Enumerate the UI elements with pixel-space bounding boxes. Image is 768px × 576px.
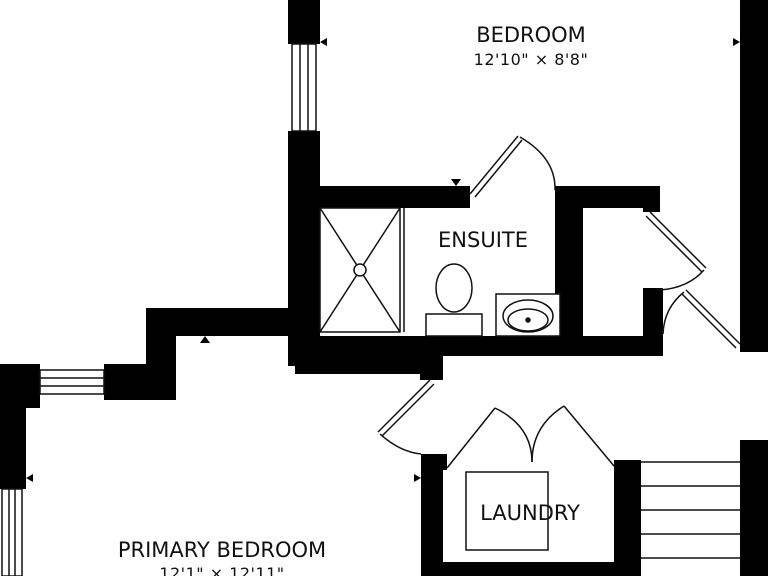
- laundry-appliance: [465, 471, 549, 551]
- shower: [319, 207, 405, 333]
- doors: [377, 135, 741, 469]
- wall-segment: [421, 454, 447, 470]
- stairs: [641, 461, 740, 559]
- wall-segment: [740, 440, 768, 576]
- closet-door: [645, 211, 707, 291]
- marker: [200, 336, 210, 343]
- marker: [26, 474, 33, 482]
- marker: [414, 474, 421, 482]
- wall-segment: [421, 562, 641, 576]
- closet-door: [662, 289, 741, 349]
- hall-door: [377, 379, 435, 455]
- room-label-bedroom: BEDROOM: [476, 23, 586, 47]
- laundry-bifold-doors: [446, 405, 615, 469]
- wall-segment: [295, 336, 443, 374]
- wall-segment: [0, 364, 26, 489]
- marker: [320, 38, 327, 46]
- measurement-markers: [26, 38, 740, 482]
- room-dimensions-bedroom: 12'10" × 8'8": [474, 50, 589, 69]
- windows: [1, 43, 317, 576]
- wall-segment: [288, 186, 470, 208]
- wall-segment: [421, 454, 443, 576]
- window: [1, 488, 23, 576]
- room-dimensions-primary-bedroom: 12'1" × 12'11": [159, 564, 284, 576]
- labels: BEDROOM 12'10" × 8'8" ENSUITE LAUNDRY PR…: [118, 23, 588, 576]
- wall-segment: [104, 364, 176, 400]
- wall-segment: [288, 0, 320, 44]
- toilet: [425, 263, 483, 337]
- wall-segment: [614, 460, 641, 576]
- marker: [451, 179, 461, 186]
- marker: [733, 38, 740, 46]
- wall-segment: [740, 0, 768, 352]
- wall-segment: [643, 186, 660, 212]
- fixtures: [319, 207, 740, 559]
- sink: [495, 293, 561, 337]
- window: [291, 43, 317, 132]
- window: [39, 369, 105, 395]
- ensuite-door: [469, 135, 556, 198]
- room-label-ensuite: ENSUITE: [438, 228, 528, 252]
- room-label-primary-bedroom: PRIMARY BEDROOM: [118, 538, 326, 562]
- room-label-laundry: LAUNDRY: [480, 501, 580, 525]
- wall-segment: [420, 336, 443, 380]
